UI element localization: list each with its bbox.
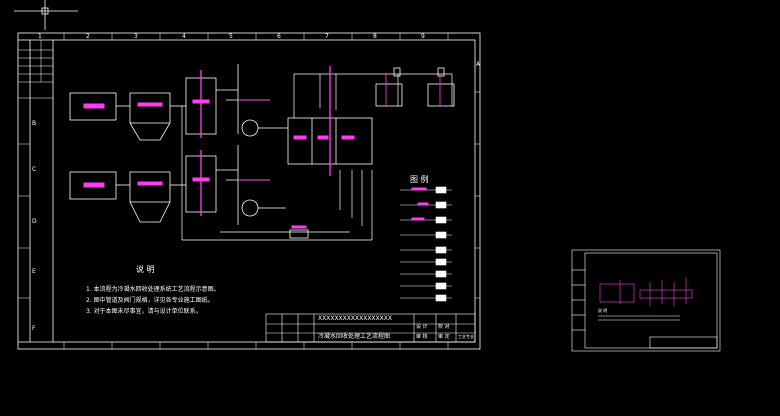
row-label-F: F (32, 325, 36, 332)
row-label-A: A (476, 61, 481, 68)
notes-title: 说 明 (136, 265, 155, 274)
row-label-B: B (32, 120, 37, 127)
title-block-field-5: 工艺专业 (458, 334, 474, 339)
col-label-2: 2 (86, 33, 90, 40)
process-highlights (83, 66, 441, 229)
title-block-field-4: 审 定 (438, 334, 450, 340)
title-block[interactable] (265, 313, 476, 343)
row-label-E: E (32, 268, 36, 275)
lower-collection-tank[interactable] (69, 171, 117, 200)
dosing-tank-1[interactable] (375, 83, 403, 107)
left-strip-grid (18, 40, 53, 299)
title-block-field-3: 审 核 (416, 334, 428, 340)
outlet-connector[interactable] (289, 229, 309, 239)
upper-collection-tank[interactable] (69, 92, 117, 121)
note-line-3: 3. 对于本图未尽事宜，请与设计单位联系。 (86, 308, 202, 315)
col-label-7: 7 (325, 33, 329, 40)
piping-network (181, 73, 453, 241)
upper-process-train[interactable] (69, 64, 288, 141)
lower-pump[interactable] (241, 199, 259, 217)
upper-pump[interactable] (241, 119, 259, 137)
legend-title: 图 例 (410, 175, 429, 184)
row-label-D: D (32, 218, 37, 225)
note-line-2: 2. 图中管道及阀门规格，详见各专业施工图纸。 (86, 297, 214, 304)
column-ticks (63, 33, 480, 349)
upper-settling-hopper (129, 92, 171, 141)
note-line-1: 1. 本流程为冷凝水回收处理系统工艺流程示意图。 (86, 286, 220, 293)
col-label-9: 9 (421, 33, 425, 40)
thumbnail-notes-title: 说 明 (598, 308, 608, 313)
col-label-8: 8 (373, 33, 377, 40)
row-label-C: C (32, 166, 37, 173)
title-block-field-1: 设 计 (416, 324, 428, 330)
legend (400, 186, 452, 302)
col-label-1: 1 (38, 33, 42, 40)
col-label-3: 3 (134, 33, 138, 40)
crosshair-cursor (14, 0, 78, 30)
title-block-field-2: 校 对 (438, 324, 450, 330)
col-label-5: 5 (229, 33, 233, 40)
drawing-sheet[interactable] (17, 32, 481, 350)
title-block-project: XXXXXXXXXXXXXXXXXX (318, 315, 392, 322)
col-label-4: 4 (182, 33, 186, 40)
title-block-drawing-title: 冷凝水回收处理工艺流程图 (318, 333, 391, 340)
col-label-6: 6 (277, 33, 281, 40)
dosing-tank-2[interactable] (427, 83, 455, 107)
lower-settling-hopper (129, 171, 171, 223)
sheet-thumbnail[interactable] (571, 249, 721, 352)
